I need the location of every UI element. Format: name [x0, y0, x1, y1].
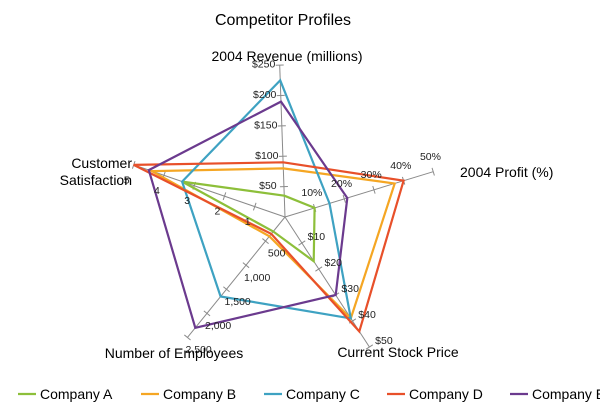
legend-item: Company C [264, 386, 360, 402]
axis-title: 2004 Profit (%) [460, 164, 553, 180]
tick-label: 20% [331, 178, 352, 190]
axis-line [133, 164, 286, 218]
axis-line [284, 216, 370, 348]
axis-title: Current Stock Price [337, 344, 459, 360]
legend: Company A Company B Company C Company D Comp… [18, 386, 600, 402]
axis-tick [223, 286, 230, 293]
tick-label: 50% [420, 151, 441, 163]
axis-title: Number of Employees [105, 345, 244, 361]
legend-item: Company B [141, 386, 236, 402]
axis-tick [431, 167, 435, 176]
tick-label: $100 [255, 150, 279, 162]
series-polygon [181, 180, 316, 264]
tick-label: 3 [184, 195, 190, 207]
tick-label: 2,500 [185, 344, 211, 356]
axis-tick [372, 185, 376, 194]
axis-tick [262, 238, 269, 244]
tick-label: 10% [301, 187, 322, 199]
tick-label: $200 [253, 89, 277, 101]
axis-tick [342, 194, 346, 203]
tick-label: 1,500 [225, 296, 251, 308]
legend-item: Company A [18, 386, 113, 402]
series-layer [133, 78, 406, 334]
tick-label: $30 [341, 283, 359, 295]
tick-label: 2 [214, 206, 220, 218]
legend-label: Company C [286, 386, 360, 402]
legend-item: Company D [387, 386, 483, 402]
tick-label: $10 [308, 231, 326, 243]
tick-label: 1 [245, 216, 251, 228]
legend-label: Company E [532, 386, 600, 402]
chart-title: Competitor Profiles [215, 12, 351, 29]
legend-label: Company D [409, 386, 483, 402]
tick-label: 2,000 [205, 320, 231, 332]
axis-tick [184, 334, 191, 341]
tick-label: $40 [358, 309, 376, 321]
tick-label: $50 [259, 180, 277, 192]
axis-tick [315, 266, 323, 272]
tick-label: $150 [254, 119, 278, 131]
axis-line [187, 216, 286, 338]
axis-tick [298, 240, 306, 246]
axis-tick [252, 202, 257, 211]
tick-label: 1,000 [244, 272, 270, 284]
series-polygon [147, 100, 349, 330]
axis-tick [365, 344, 374, 350]
tick-label: $20 [325, 257, 343, 269]
axis-title: 2004 Revenue (millions) [212, 48, 363, 64]
legend-label: Company A [40, 386, 113, 402]
legend-item: Company E [510, 386, 600, 402]
axis-tick [203, 310, 211, 317]
tick-label: $50 [375, 335, 393, 347]
legend-label: Company B [163, 386, 236, 402]
tick-label: 30% [361, 169, 382, 181]
axis-line [279, 65, 286, 218]
tick-label: 5 [124, 174, 130, 186]
axis-line [284, 171, 434, 218]
tick-label: $250 [252, 59, 276, 71]
tick-label: 4 [154, 185, 160, 197]
axis-tick [222, 192, 227, 201]
tick-label: 500 [268, 248, 286, 260]
axis-tick [242, 262, 250, 269]
tick-label: 40% [390, 160, 411, 172]
